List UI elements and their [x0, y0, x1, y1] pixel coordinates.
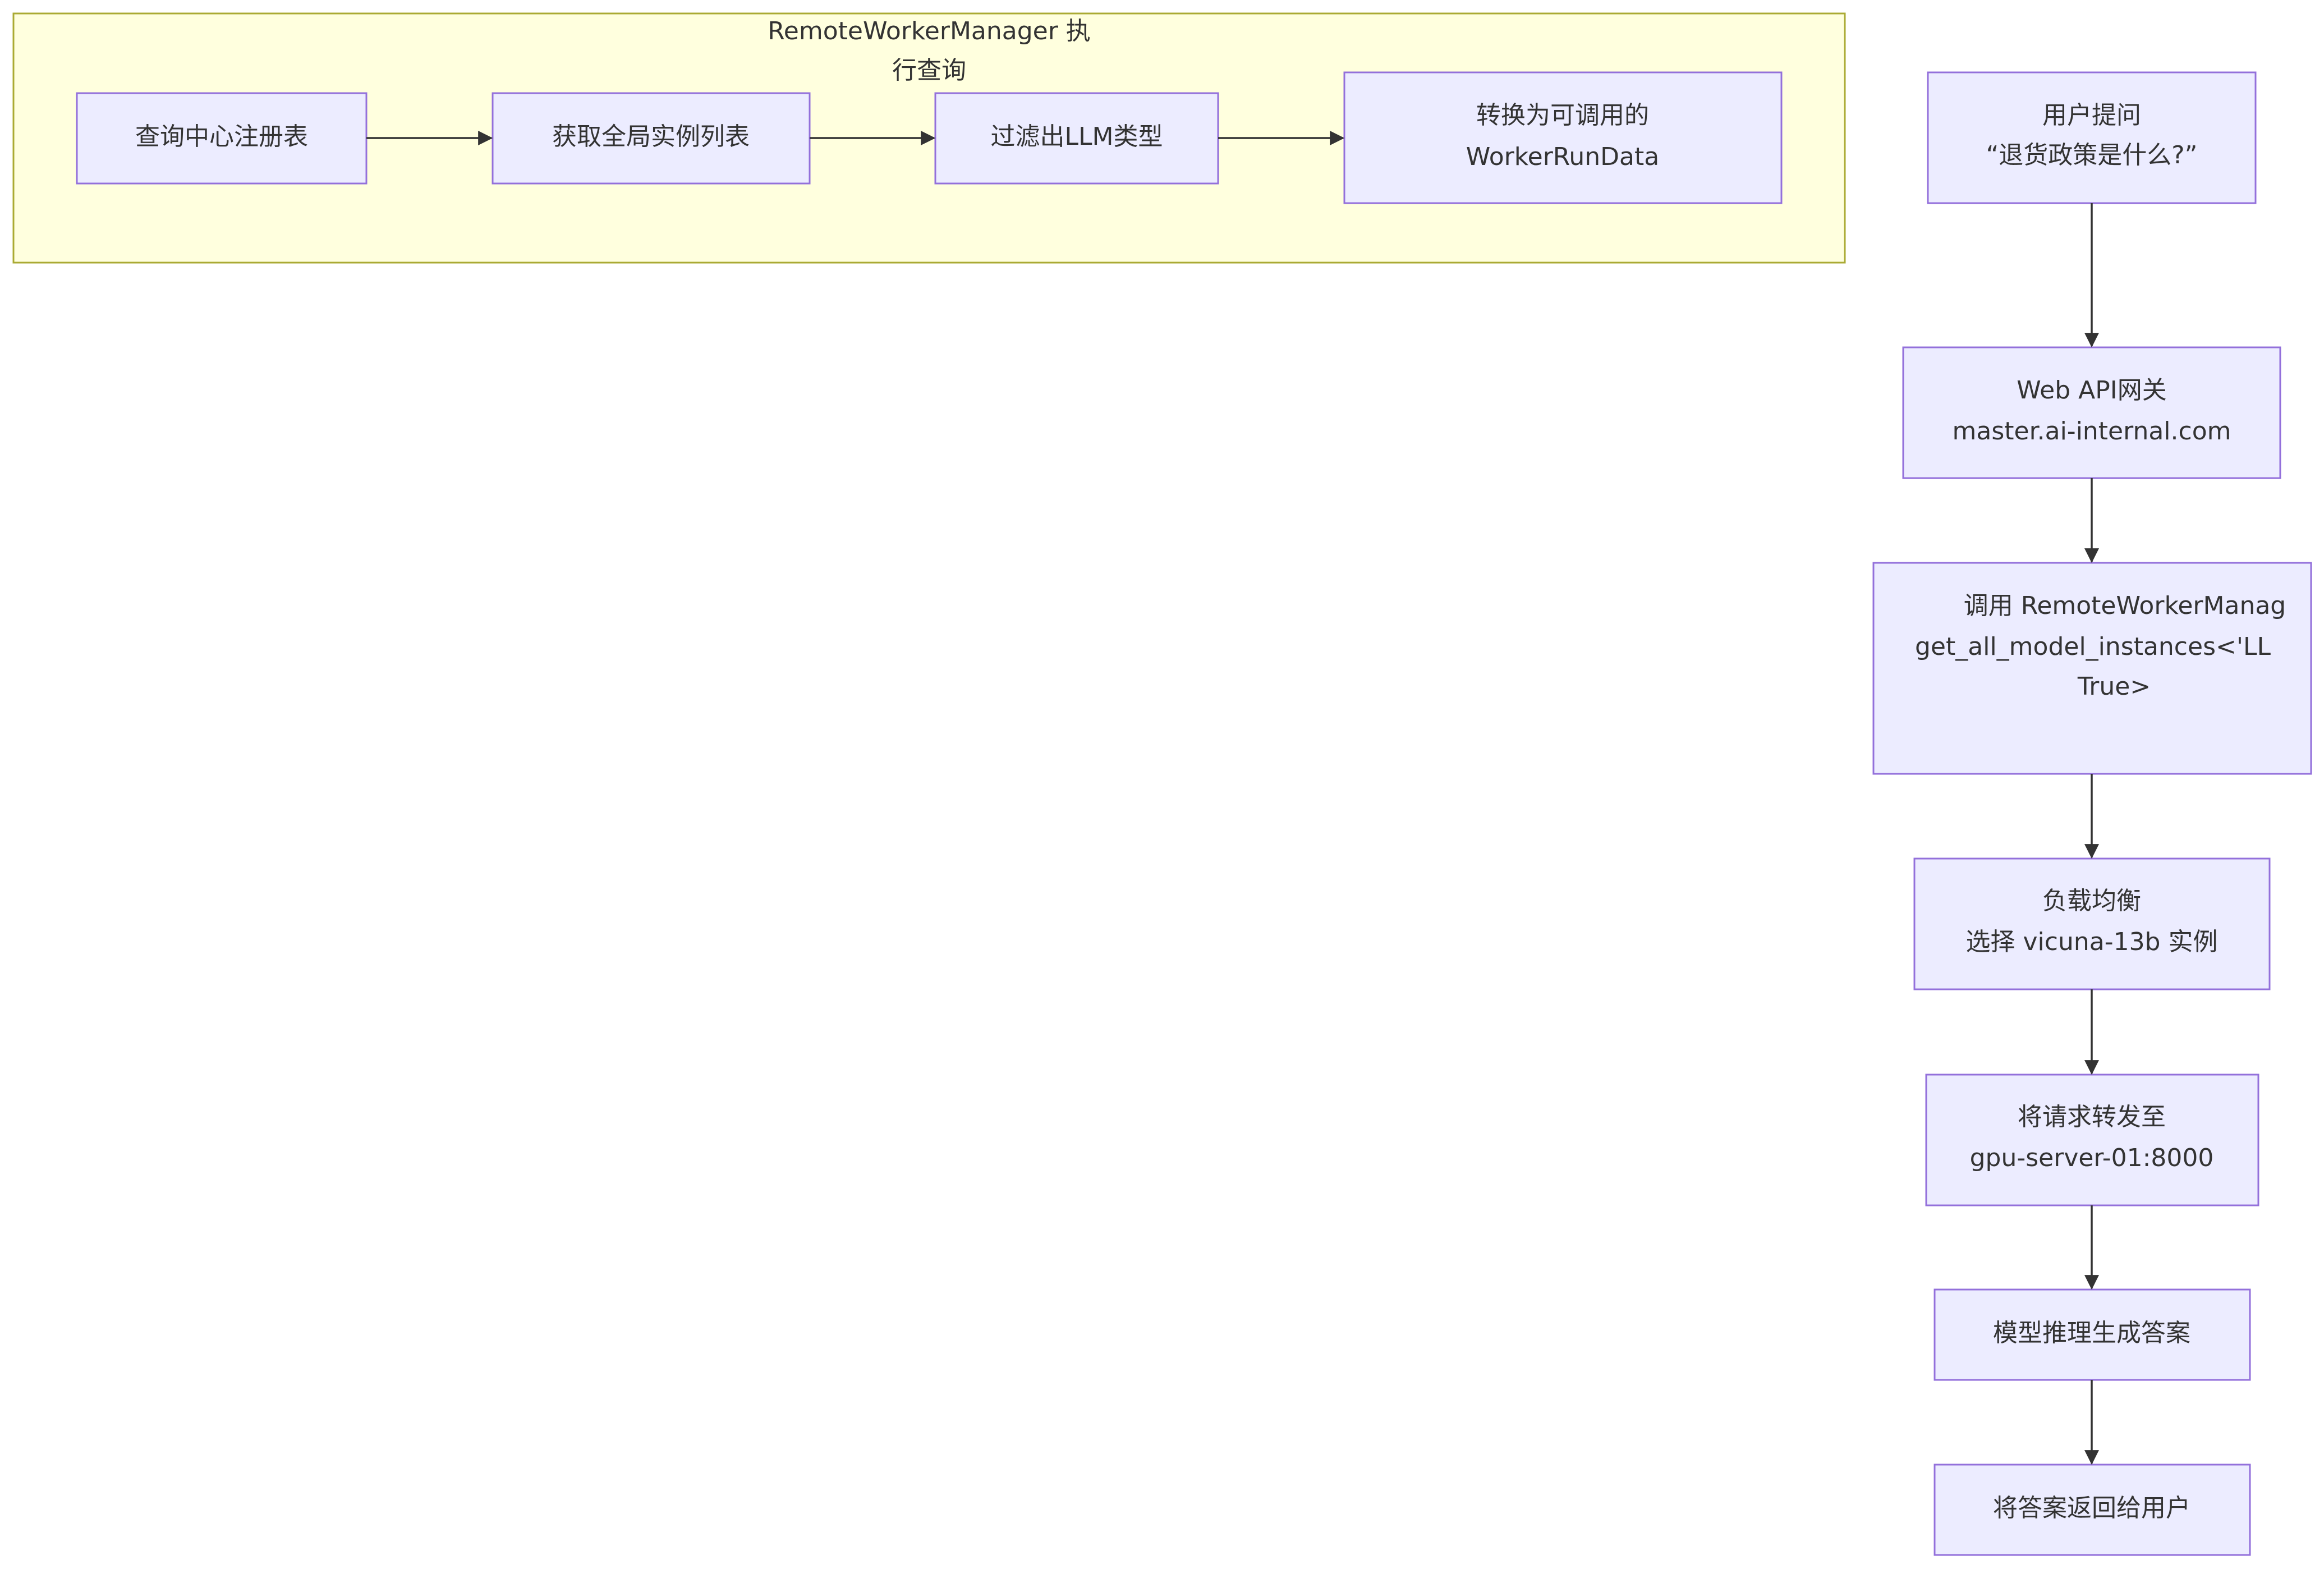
cluster-title-line2: 行查询	[892, 56, 966, 85]
node-return-answer[interactable]: 将答案返回给用户	[1933, 1464, 2251, 1556]
node-forward-line2: gpu-server-01:8000	[1970, 1144, 2214, 1172]
node-balance-line1: 负载均衡	[2042, 887, 2141, 915]
node-call-remote-worker-manager[interactable]: 调用 RemoteWorkerManag get_all_model_insta…	[1872, 562, 2312, 775]
node-gateway-line2: master.ai-internal.com	[1953, 417, 2231, 446]
node-user-question[interactable]: 用户提问 “退货政策是什么?”	[1927, 71, 2257, 204]
node-gateway-line1: Web API网关	[2017, 376, 2167, 405]
node-load-balance[interactable]: 负载均衡 选择 vicuna-13b 实例	[1913, 857, 2271, 990]
node-user-question-line2: “退货政策是什么?”	[1986, 141, 2198, 169]
node-get-instances-label: 获取全局实例列表	[552, 122, 750, 151]
node-call-line3: True>	[2077, 672, 2151, 701]
node-convert-label-line1: 转换为可调用的	[1476, 101, 1649, 130]
node-convert-label-line2: WorkerRunData	[1466, 143, 1659, 171]
node-filter-llm[interactable]: 过滤出LLM类型	[934, 92, 1219, 185]
node-model-inference[interactable]: 模型推理生成答案	[1933, 1288, 2251, 1381]
node-web-api-gateway[interactable]: Web API网关 master.ai-internal.com	[1902, 346, 2281, 479]
node-convert-worker-run-data[interactable]: 转换为可调用的 WorkerRunData	[1343, 71, 1783, 204]
node-call-line2: get_all_model_instances<'LL	[1915, 632, 2271, 661]
node-query-registry-label: 查询中心注册表	[135, 122, 308, 151]
node-call-line1: 调用 RemoteWorkerManag	[1964, 591, 2286, 620]
node-get-instances[interactable]: 获取全局实例列表	[492, 92, 811, 185]
node-forward-request[interactable]: 将请求转发至 gpu-server-01:8000	[1925, 1073, 2259, 1206]
node-return-answer-label: 将答案返回给用户	[1993, 1494, 2190, 1522]
node-filter-llm-label: 过滤出LLM类型	[991, 122, 1163, 151]
cluster-title-line1: RemoteWorkerManager 执	[768, 17, 1091, 45]
node-user-question-line1: 用户提问	[2042, 101, 2141, 130]
node-query-registry[interactable]: 查询中心注册表	[76, 92, 368, 185]
node-forward-line1: 将请求转发至	[2018, 1103, 2166, 1131]
node-balance-line2: 选择 vicuna-13b 实例	[1966, 928, 2218, 956]
node-inference-label: 模型推理生成答案	[1993, 1319, 2190, 1347]
